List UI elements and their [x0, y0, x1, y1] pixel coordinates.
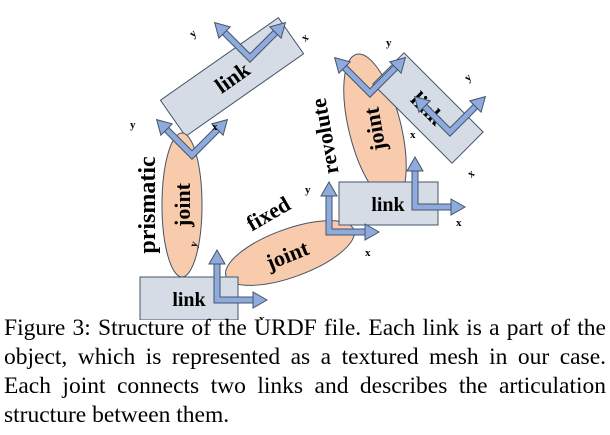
link-label: link	[172, 289, 206, 311]
axis-label-y: y	[187, 27, 199, 40]
axis-label-y: y	[305, 184, 311, 196]
axis-label-y: y	[188, 239, 201, 249]
axis-label-x: x	[456, 217, 462, 229]
figure-caption: Figure 3: Structure of the URDF file. Ea…	[4, 315, 606, 428]
axis-label-y: y	[462, 71, 474, 84]
joint-type-label: prismatic	[135, 156, 161, 254]
joint-type-label: revolute	[306, 96, 344, 176]
axis-label-x: x	[299, 31, 311, 44]
joint-label: joint	[170, 182, 195, 228]
link-box	[159, 16, 305, 138]
urdf-structure-diagram: link y x joint prismatic y x y joint fix…	[130, 0, 610, 320]
axis-label-x: x	[410, 129, 416, 141]
axis-label-x: x	[212, 121, 218, 133]
axis-label-x: x	[365, 247, 371, 259]
axis-label-y: y	[386, 37, 392, 49]
joint-prismatic: joint prismatic	[135, 132, 203, 278]
axis-label-y: y	[130, 119, 136, 131]
link-top-left: link	[159, 16, 305, 138]
axis-label-x: x	[465, 167, 477, 180]
link-label: link	[371, 194, 405, 216]
axis-label-x: x	[259, 313, 265, 320]
